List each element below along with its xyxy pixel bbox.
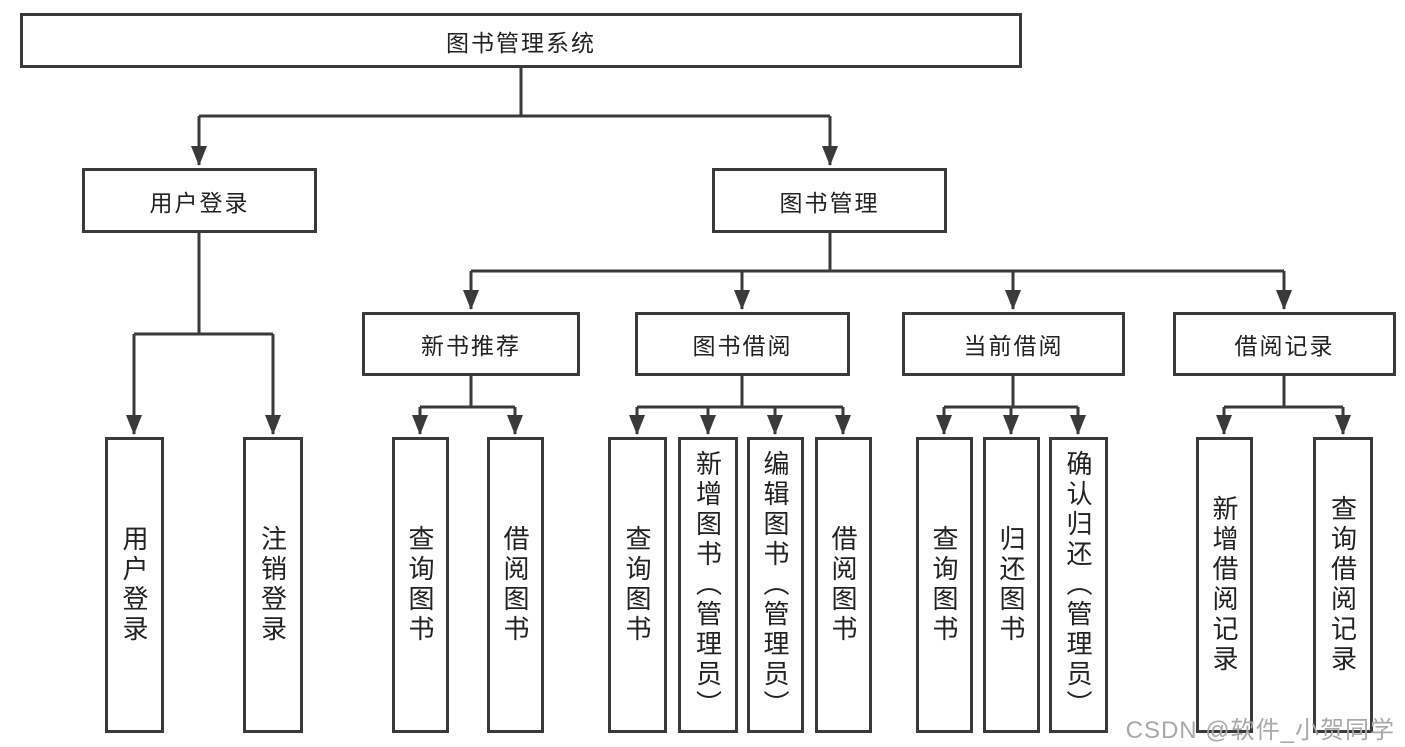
leaf-add-borrow-record: 新增借阅记录 [1196,437,1253,733]
connector-user-login-children [126,233,281,435]
node-root-system: 图书管理系统 [20,13,1022,68]
leaf-add-books-admin: 新增图书（管理员） [678,437,738,733]
leaf-edit-books-admin: 编辑图书（管理员） [747,437,804,733]
connector-book-borrow-children [629,376,851,435]
connector-current-borrow-children [936,376,1086,435]
node-book-management: 图书管理 [712,168,947,233]
node-current-borrow: 当前借阅 [902,312,1125,376]
node-book-borrow: 图书借阅 [635,312,850,376]
leaf-query-books-recommend: 查询图书 [392,437,449,733]
connector-root-to-level1 [191,68,838,166]
leaf-return-books: 归还图书 [983,437,1040,733]
leaf-query-books-borrow: 查询图书 [608,437,667,733]
leaf-borrow-books-recommend: 借阅图书 [487,437,544,733]
connector-borrow-records-children [1216,376,1351,435]
leaf-logout: 注销登录 [243,437,303,733]
leaf-query-books-current: 查询图书 [916,437,973,733]
node-borrow-records: 借阅记录 [1173,312,1396,376]
leaf-confirm-return-admin: 确认归还（管理员） [1049,437,1108,733]
csdn-watermark: CSDN @软件_小贺同学 [1125,717,1395,744]
connector-book-mgmt-children [463,233,1292,310]
connector-new-book-children [412,376,523,435]
leaf-query-borrow-record: 查询借阅记录 [1313,437,1373,733]
node-user-login: 用户登录 [82,168,317,233]
leaf-borrow-books: 借阅图书 [815,437,872,733]
node-new-book-recommend: 新书推荐 [362,312,580,376]
leaf-user-login: 用户登录 [105,437,164,733]
